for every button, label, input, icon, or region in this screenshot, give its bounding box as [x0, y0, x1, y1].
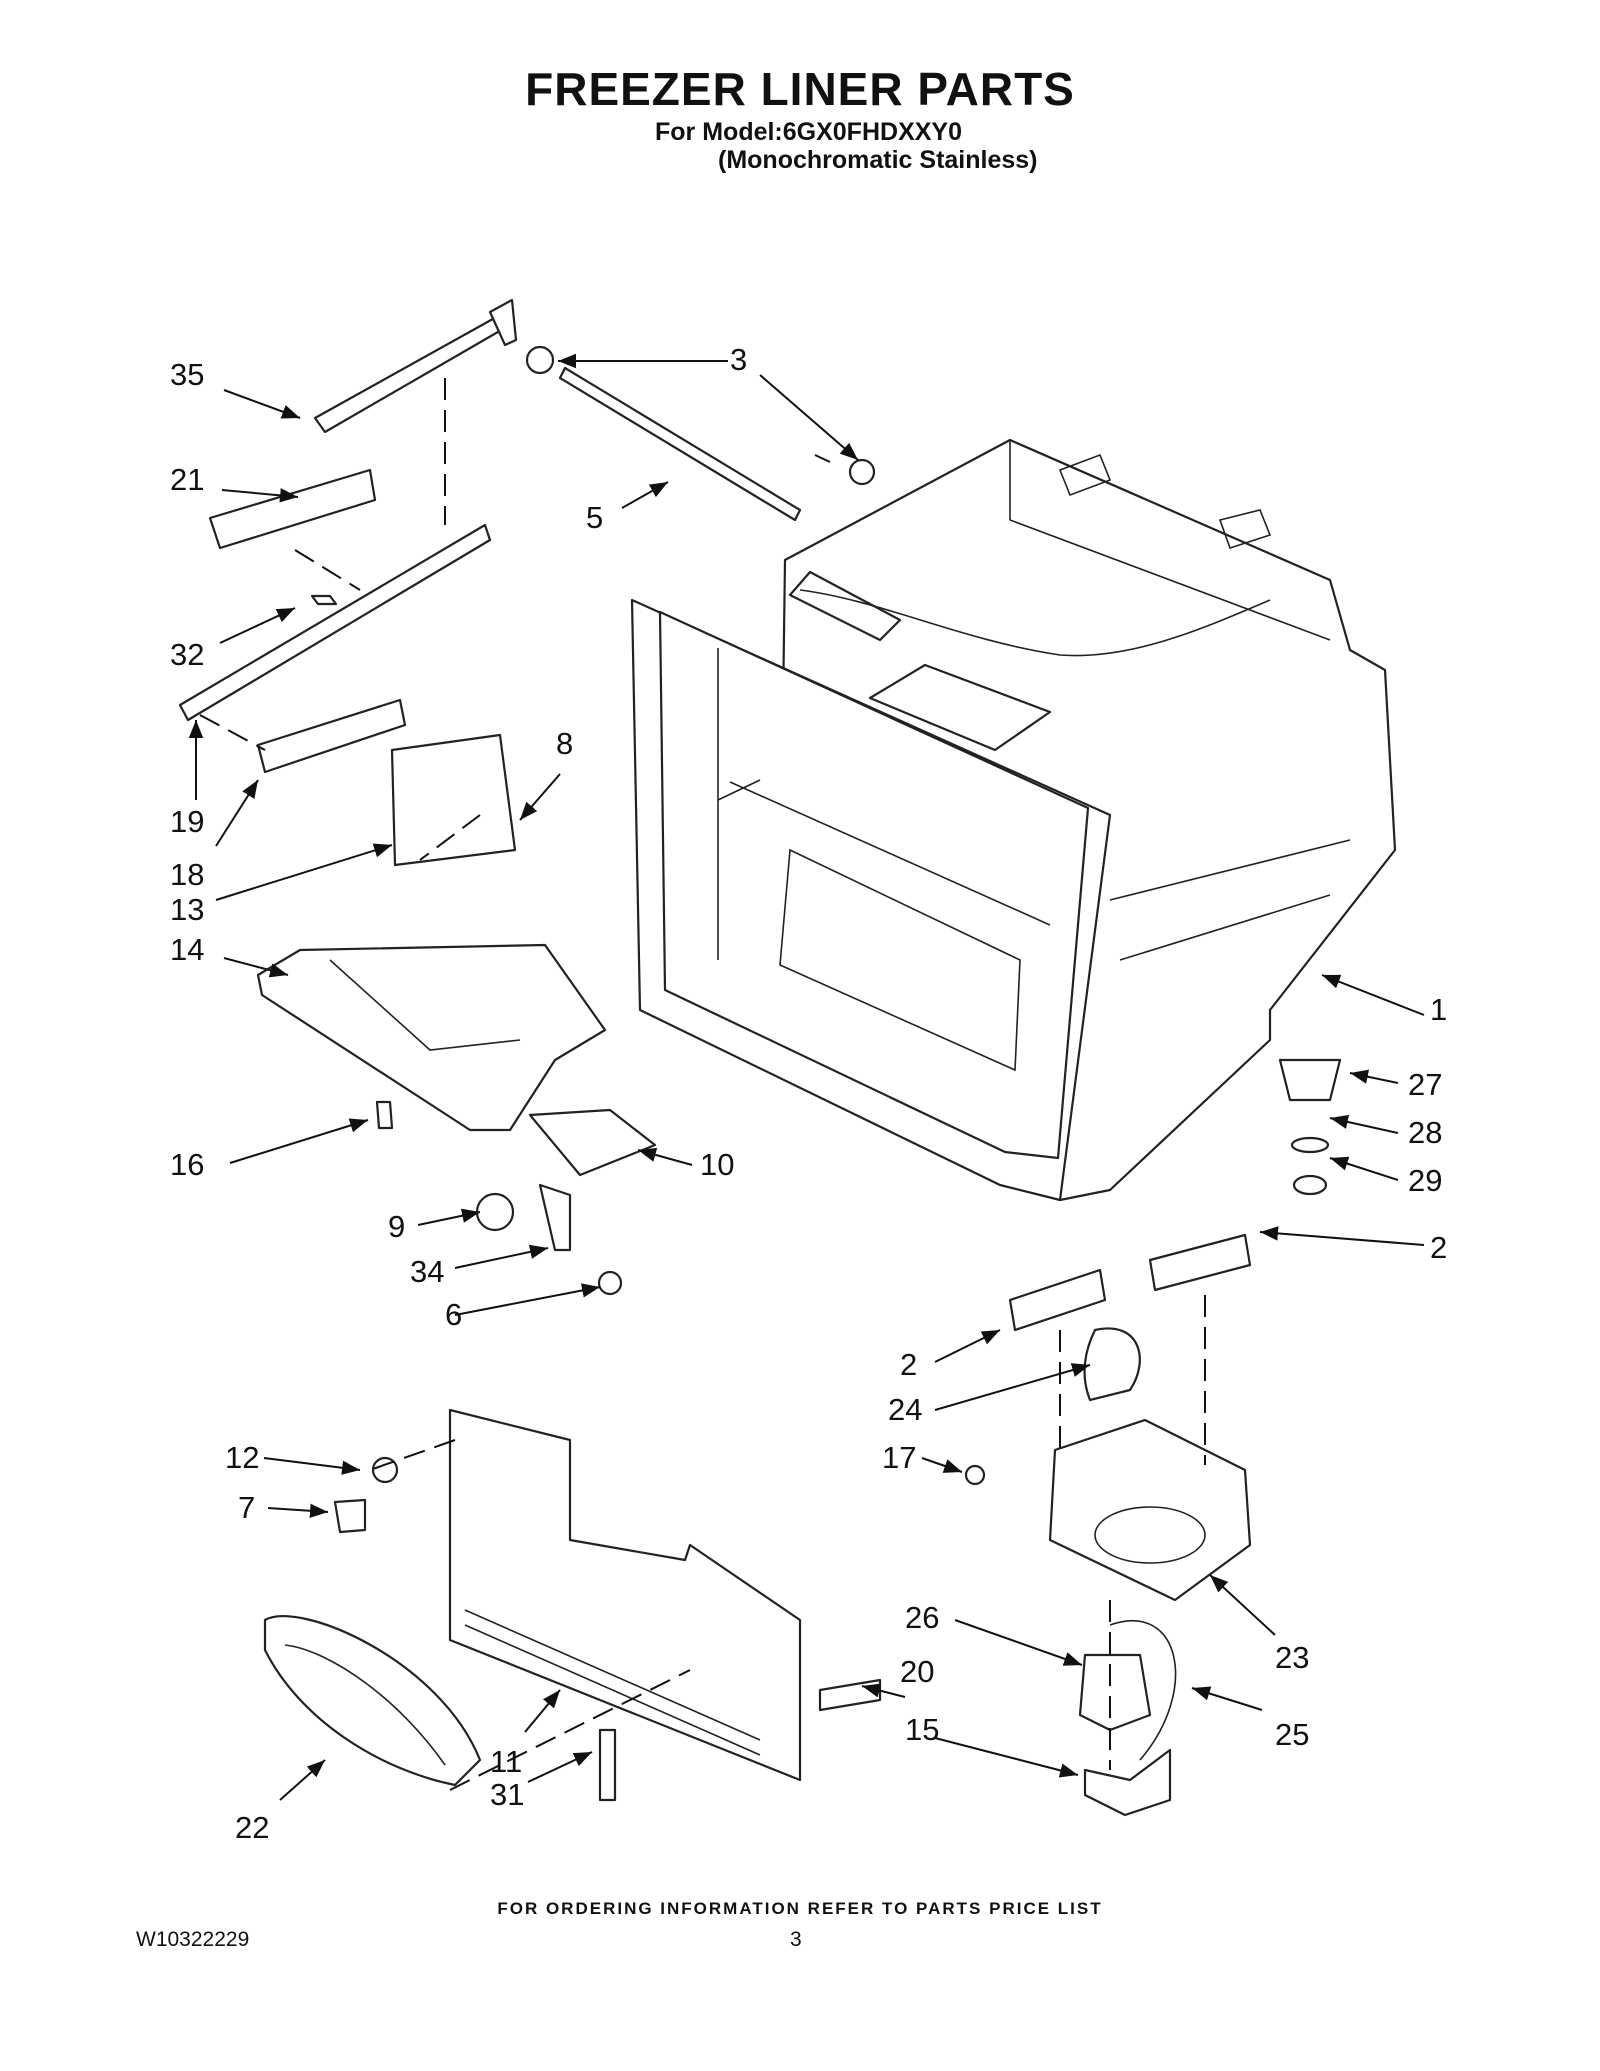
callout-24: 24	[888, 1392, 922, 1427]
page-number: 3	[790, 1928, 802, 1951]
model-line: For Model:6GX0FHDXXY0	[655, 118, 962, 146]
page-title: FREEZER LINER PARTS	[525, 63, 1075, 115]
callout-8: 8	[556, 726, 573, 761]
callout-17: 17	[882, 1440, 916, 1475]
callout-35: 35	[170, 357, 204, 392]
callout-6: 6	[445, 1297, 462, 1332]
callout-16: 16	[170, 1147, 204, 1182]
callout-26: 26	[905, 1600, 939, 1635]
callout-28: 28	[1408, 1115, 1442, 1150]
drain-parts	[1008, 1058, 1342, 1332]
callout-18: 18	[170, 857, 204, 892]
callout-11: 11	[490, 1744, 522, 1779]
callout-labels: 35 3 21 5 32 8 19 18 13 14 1 27 28 29 16…	[170, 342, 1447, 1845]
fan-assembly	[964, 1327, 1252, 1817]
callout-23: 23	[1275, 1640, 1309, 1675]
rear-cover	[263, 1408, 882, 1802]
callout-25: 25	[1275, 1717, 1309, 1752]
callout-5: 5	[586, 500, 603, 535]
callout-13: 13	[170, 892, 204, 927]
duct-housing	[256, 943, 657, 1296]
callout-1: 1	[1430, 992, 1447, 1027]
callout-14: 14	[170, 932, 204, 967]
callout-34: 34	[410, 1254, 444, 1289]
callout-10: 10	[700, 1147, 734, 1182]
callout-7: 7	[238, 1490, 255, 1525]
callout-22: 22	[235, 1810, 269, 1845]
callout-2b: 2	[900, 1347, 917, 1382]
callout-19: 19	[170, 804, 204, 839]
callout-3: 3	[730, 342, 747, 377]
document-id: W10322229	[136, 1928, 250, 1951]
callout-27: 27	[1408, 1067, 1442, 1102]
ordering-note: FOR ORDERING INFORMATION REFER TO PARTS …	[497, 1899, 1103, 1918]
variant-line: (Monochromatic Stainless)	[718, 146, 1038, 174]
shaft-gears	[525, 345, 876, 522]
callout-2: 2	[1430, 1230, 1447, 1265]
leader-arrows	[188, 353, 1425, 1801]
callout-21: 21	[170, 462, 204, 497]
freezer-liner	[630, 438, 1397, 1202]
callout-15: 15	[905, 1712, 939, 1747]
callout-32: 32	[170, 637, 204, 672]
callout-29: 29	[1408, 1163, 1442, 1198]
callout-12: 12	[225, 1440, 259, 1475]
callout-31: 31	[490, 1777, 524, 1812]
alignment-lines	[199, 378, 1206, 1791]
callout-20: 20	[900, 1654, 934, 1689]
callout-9: 9	[388, 1209, 405, 1244]
rail-parts	[178, 298, 518, 867]
